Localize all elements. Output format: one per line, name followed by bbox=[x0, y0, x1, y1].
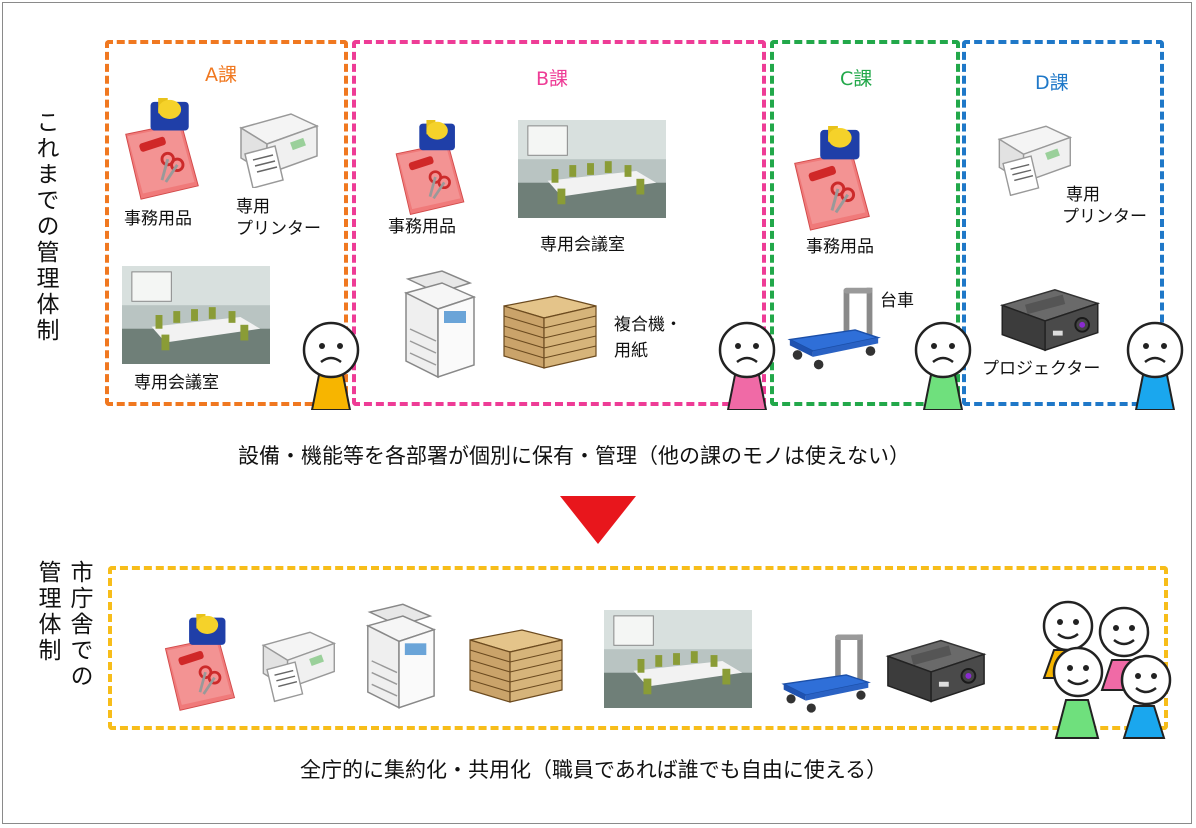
new-system-label-line2: 管理体制 bbox=[34, 560, 60, 664]
cart-icon bbox=[786, 284, 882, 374]
projector-icon bbox=[996, 280, 1104, 358]
dept-a-box bbox=[105, 40, 348, 406]
smiling-person-icon bbox=[1042, 600, 1172, 739]
stationery-icon bbox=[122, 98, 202, 203]
printer-label-a-line2: プリンター bbox=[236, 219, 321, 239]
office-supplies-label-c: 事務用品 bbox=[806, 237, 874, 257]
dept-b-title: B課 bbox=[536, 68, 569, 90]
dept-c-box bbox=[770, 40, 960, 406]
meeting-room-label-a: 専用会議室 bbox=[134, 373, 219, 393]
copier-icon bbox=[398, 268, 478, 380]
paper-stack-icon bbox=[466, 626, 566, 706]
copier-label-line2: 用紙 bbox=[614, 341, 648, 361]
dept-a-title: A課 bbox=[205, 64, 237, 86]
meeting-room-photo bbox=[518, 120, 666, 218]
copier-label-line1: 複合機・ bbox=[614, 315, 682, 335]
worried-person-icon bbox=[1126, 321, 1184, 410]
current-system-label: これまでの管理体制 bbox=[32, 110, 58, 344]
current-system-caption: 設備・機能等を各部署が個別に保有・管理（他の課のモノは使えない） bbox=[238, 444, 910, 468]
new-system-label-line1: 市庁舎での bbox=[66, 560, 92, 690]
worried-person-icon bbox=[914, 321, 972, 410]
cart-icon bbox=[780, 628, 872, 720]
copier-icon bbox=[360, 600, 438, 712]
stationery-icon bbox=[162, 614, 238, 714]
dept-b-box bbox=[352, 40, 766, 406]
stationery-icon bbox=[790, 126, 874, 234]
printer-icon bbox=[230, 108, 322, 188]
shared-equipment-box bbox=[108, 566, 1168, 730]
office-supplies-label-b: 事務用品 bbox=[388, 217, 456, 237]
projector-label: プロジェクター bbox=[982, 359, 1101, 379]
stationery-icon bbox=[392, 120, 468, 218]
office-supplies-label-a: 事務用品 bbox=[124, 209, 192, 229]
down-arrow-icon bbox=[560, 496, 636, 544]
dept-d-box bbox=[962, 40, 1164, 406]
printer-icon bbox=[990, 120, 1074, 196]
printer-label-a-line1: 専用 bbox=[236, 197, 270, 217]
new-system-caption: 全庁的に集約化・共用化（職員であれば誰でも自由に使える） bbox=[300, 758, 888, 782]
meeting-room-photo bbox=[604, 610, 752, 708]
cart-label: 台車 bbox=[880, 291, 914, 311]
worried-person-icon bbox=[302, 321, 360, 410]
meeting-room-photo bbox=[122, 266, 270, 364]
printer-icon bbox=[254, 616, 338, 712]
projector-icon bbox=[882, 630, 990, 710]
printer-label-d-line1: 専用 bbox=[1066, 185, 1100, 205]
dept-c-title: C課 bbox=[840, 68, 873, 90]
meeting-room-label-b: 専用会議室 bbox=[540, 235, 625, 255]
dept-d-title: D課 bbox=[1035, 72, 1069, 94]
paper-stack-icon bbox=[500, 292, 600, 372]
worried-person-icon bbox=[718, 321, 776, 410]
printer-label-d-line2: プリンター bbox=[1062, 207, 1147, 227]
